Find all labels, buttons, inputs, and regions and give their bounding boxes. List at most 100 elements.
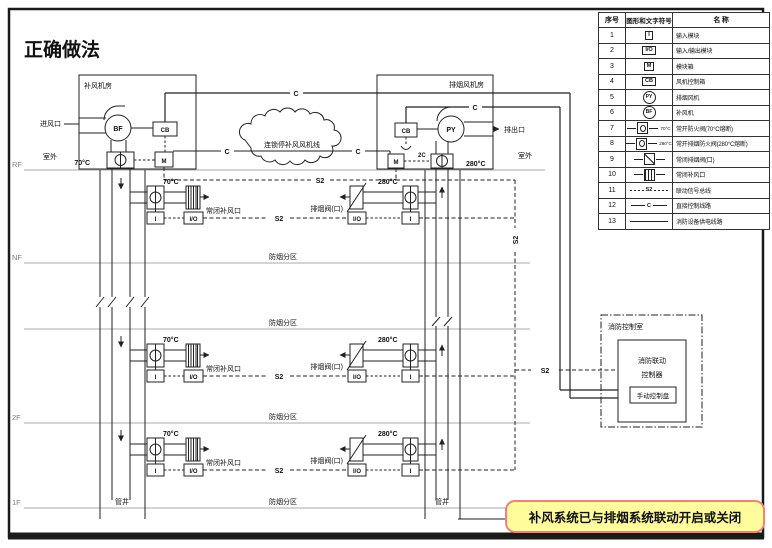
svg-text:I: I	[410, 217, 412, 223]
svg-text:I: I	[410, 469, 412, 475]
svg-text:70°C: 70°C	[163, 430, 179, 438]
legend-row-2: 2 I/O 输入/输出模块	[599, 42, 769, 58]
fcr-room-label: 消防控制室	[608, 322, 643, 331]
io-module-icon	[347, 211, 367, 225]
air-inlet-label: 进风口	[40, 120, 61, 128]
supply-branch: 70°C 常闭补风口 I I/O	[118, 178, 241, 225]
legend-row-11: 11 S2 联动信号总线	[599, 182, 769, 198]
svg-text:70°C: 70°C	[74, 159, 90, 167]
svg-text:防烟分区: 防烟分区	[269, 497, 297, 506]
svg-text:I/O: I/O	[189, 217, 197, 223]
supply-fan-room: 补风机房 进风口 BF CB M 70°C 室外	[40, 74, 197, 170]
floor-label-1f: 1F	[12, 498, 21, 507]
legend-row-3: 3 M 模块箱	[599, 58, 769, 74]
s2-linkage-bus: S2 S2 S2	[163, 167, 618, 470]
svg-text:I/O: I/O	[189, 469, 197, 475]
svg-text:消防联动: 消防联动	[638, 356, 666, 365]
smoke-valve-icon	[643, 153, 655, 166]
svg-text:防烟分区: 防烟分区	[269, 318, 297, 327]
io-module-icon	[347, 463, 367, 477]
supply-room-label: 补风机房	[84, 81, 112, 90]
svg-text:常闭补风口: 常闭补风口	[206, 458, 241, 467]
svg-text:I: I	[410, 375, 412, 381]
svg-text:排烟阀(口): 排烟阀(口)	[310, 362, 343, 371]
svg-text:70°C: 70°C	[163, 178, 179, 186]
shaft-label-exhaust: 管井	[435, 497, 449, 506]
exhaust-branch: 排烟阀(口) 280°C I I/O	[310, 178, 515, 225]
outdoor-label-right: 室外	[518, 151, 532, 160]
svg-text:C: C	[472, 105, 477, 112]
exhaust-room-label: 排烟风机房	[449, 80, 484, 89]
svg-text:280°C: 280°C	[378, 430, 398, 438]
supply-grille-icon	[185, 185, 201, 210]
svg-text:I: I	[155, 469, 157, 475]
svg-text:S2: S2	[541, 368, 550, 375]
svg-text:280°C: 280°C	[466, 160, 486, 168]
fire-control-room: 消防控制室 消防联动 控制器 手动控制盘	[600, 314, 703, 428]
linkage-controller-box	[617, 339, 687, 423]
2c-label: 2C	[418, 153, 426, 159]
svg-text:排烟阀(口): 排烟阀(口)	[310, 204, 343, 213]
annotation-note: 补风系统已与排烟系统联动开启或关闭	[505, 500, 765, 533]
floor-label-2f: 2F	[12, 413, 21, 422]
manual-panel-box	[629, 386, 677, 404]
legend-row-13: 13 消防设备供电线路	[599, 213, 769, 229]
svg-text:C: C	[355, 149, 360, 156]
svg-text:M: M	[162, 159, 167, 165]
svg-text:I/O: I/O	[353, 217, 361, 223]
svg-text:防烟分区: 防烟分区	[269, 412, 297, 421]
svg-text:280°C: 280°C	[378, 178, 398, 186]
legend-row-7: 7 70°C 常开防火阀(70°C熔断)	[599, 120, 769, 136]
module-box-icon: M	[643, 61, 655, 71]
svg-text:常闭补风口: 常闭补风口	[206, 206, 241, 215]
exhaust-branch: 排烟阀(口) 280°C I I/O	[310, 430, 515, 477]
exhaust-riser-shaft: 管井	[424, 168, 461, 519]
exhaust-fan-icon: PY	[642, 90, 656, 104]
svg-text:S2: S2	[316, 178, 325, 185]
svg-text:S2: S2	[275, 468, 284, 475]
supply-grille-icon	[185, 343, 201, 368]
svg-text:排烟阀(口): 排烟阀(口)	[310, 456, 343, 465]
outdoor-label-left: 室外	[43, 152, 57, 161]
annotation-note-text: 补风系统已与排烟系统联动开启或关闭	[528, 511, 742, 525]
legend-row-8: 8 280°C 常开排烟防火阀(280°C熔断)	[599, 135, 769, 151]
legend-header: 序号 图形和文字符号 名 称	[599, 13, 769, 27]
svg-text:PY: PY	[446, 127, 456, 134]
input-module-icon: I	[645, 30, 653, 40]
fire-damper-70c-icon	[637, 122, 649, 135]
legend-row-12: 12 C 直接控制线路	[599, 197, 769, 213]
cloud-label: 连锁停补风风机线	[264, 140, 320, 149]
supply-grille-icon	[643, 168, 655, 181]
interlock-cloud: 连锁停补风风机线 C C	[173, 107, 391, 166]
air-outlet-label: 排出口	[504, 125, 525, 134]
svg-text:I: I	[155, 217, 157, 223]
fire-damper-280c-icon	[636, 137, 648, 150]
svg-text:S2: S2	[275, 216, 284, 223]
floor-unit-rf: 70°C 常闭补风口 I I/O S2 排烟阀(口) 280°C	[118, 178, 515, 225]
legend-row-10: 10 常闭补风口	[599, 166, 769, 182]
svg-text:I: I	[155, 375, 157, 381]
svg-text:常闭补风口: 常闭补风口	[206, 364, 241, 373]
page-title: 正确做法	[24, 38, 100, 61]
svg-text:控制器: 控制器	[642, 370, 663, 379]
supply-grille-icon	[185, 437, 201, 462]
supply-riser-shaft: 管井	[95, 168, 150, 519]
io-module-icon	[347, 369, 367, 383]
svg-text:I/O: I/O	[353, 469, 361, 475]
legend-row-5: 5 PY 排烟风机	[599, 89, 769, 105]
svg-text:M: M	[394, 160, 399, 166]
floor-unit-1f: 70°C 常闭补风口 I I/O S2 排烟阀(口) 280°C	[118, 430, 515, 477]
svg-text:C: C	[293, 91, 298, 98]
svg-text:C: C	[224, 149, 229, 156]
svg-text:BF: BF	[113, 126, 123, 133]
legend-table: 序号 图形和文字符号 名 称 1 I 输入模块 2 I/O 输入/输出模块 3 …	[598, 12, 770, 230]
svg-text:I/O: I/O	[353, 375, 361, 381]
svg-text:S2: S2	[275, 374, 284, 381]
legend-row-4: 4 CB 风机控制箱	[599, 73, 769, 89]
legend-row-6: 6 BF 补风机	[599, 104, 769, 120]
svg-text:280°C: 280°C	[378, 336, 398, 344]
smoke-zone-labels: 防烟分区 防烟分区 防烟分区 防烟分区	[269, 252, 297, 506]
io-module-icon: I/O	[642, 46, 656, 56]
